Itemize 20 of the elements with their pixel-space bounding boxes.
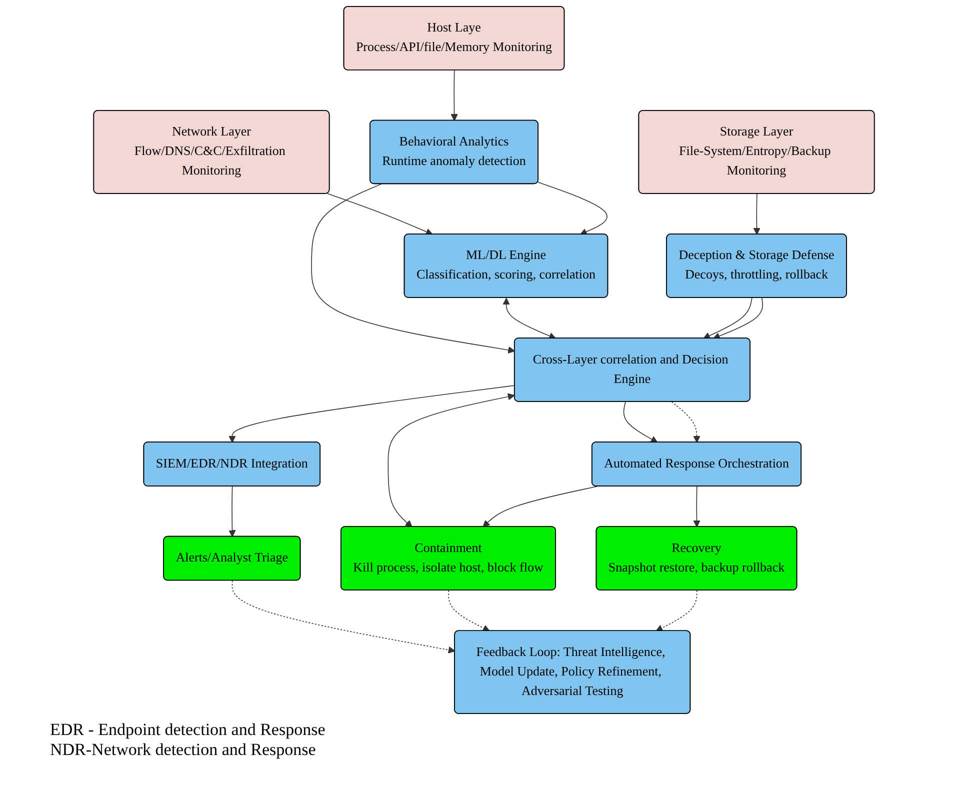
arrow [753,193,760,235]
arrow [693,486,700,528]
arrow [502,298,556,340]
arrow [537,182,608,236]
arrow [448,590,490,632]
arrow [703,297,752,340]
arrow [656,590,698,632]
footnote: NDR-Network detection and Response [50,740,317,760]
arrow [450,70,458,121]
arrow [713,297,764,340]
arrow [623,401,658,443]
arrow [482,486,598,528]
arrow [326,193,433,236]
arrow [232,580,456,654]
arrow [228,486,236,538]
footnote: EDR - Endpoint detection and Response [50,720,326,740]
arrow [311,184,516,354]
arrow [388,393,515,528]
arrow [671,401,700,443]
arrow [228,385,516,443]
